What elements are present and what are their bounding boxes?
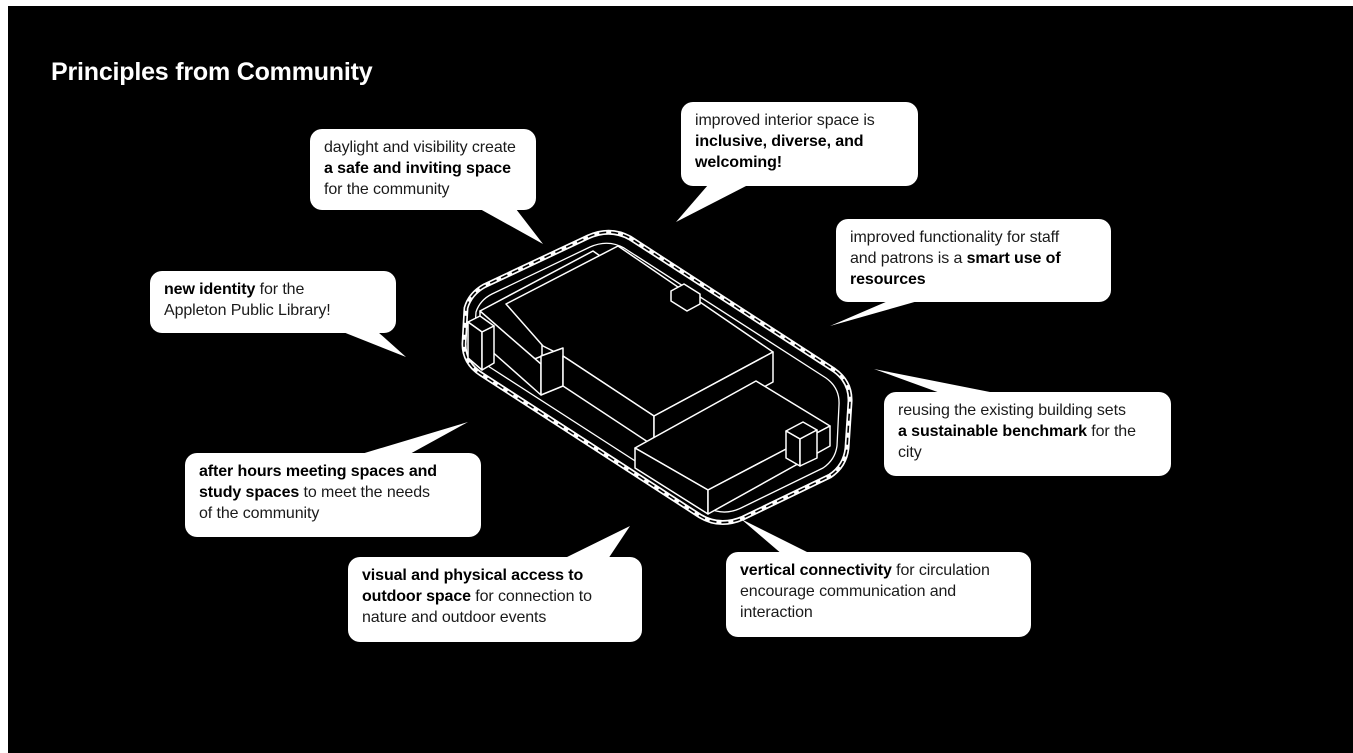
tail-identity: [343, 332, 406, 357]
callout-line: a safe and inviting space: [324, 158, 522, 179]
callout-after-hours: after hours meeting spaces and study spac…: [185, 453, 481, 537]
callout-line: inclusive, diverse, and: [695, 131, 904, 152]
building-diagram: [343, 185, 1000, 559]
callout-line: interaction: [740, 602, 1017, 623]
callout-line: of the community: [199, 503, 467, 524]
callout-text: encourage communication and: [740, 583, 957, 600]
tail-after-hours: [358, 422, 468, 455]
callout-line: outdoor space for connection to: [362, 586, 628, 607]
block-main-front-left: [540, 347, 564, 396]
callout-bold-text: smart use of: [966, 250, 1061, 267]
callout-bold-text: inclusive, diverse, and: [695, 133, 864, 150]
callout-text: for the community: [324, 181, 450, 198]
tail-functionality: [830, 301, 918, 326]
callout-line: welcoming!: [695, 152, 904, 173]
tail-daylight: [480, 209, 543, 244]
callout-line: and patrons is a smart use of: [850, 248, 1097, 269]
callout-line: Appleton Public Library!: [164, 300, 382, 321]
callout-text: nature and outdoor events: [362, 609, 547, 626]
callout-line: nature and outdoor events: [362, 607, 628, 628]
callout-line: a sustainable benchmark for the: [898, 421, 1157, 442]
building-massing: [467, 245, 831, 515]
callout-text: for the: [255, 281, 305, 298]
callout-bold-text: a sustainable benchmark: [898, 423, 1087, 440]
slide: Principles from Community: [8, 6, 1353, 753]
callout-bold-text: vertical connectivity: [740, 562, 892, 579]
callout-outdoor: visual and physical access to outdoor spa…: [348, 557, 642, 642]
callout-line: visual and physical access to: [362, 565, 628, 586]
callout-text: for connection to: [470, 588, 592, 605]
callout-text: of the community: [199, 505, 320, 522]
callout-line: after hours meeting spaces and: [199, 461, 467, 482]
callout-line: reusing the existing building sets: [898, 400, 1157, 421]
callout-text: city: [898, 444, 922, 461]
tail-outdoor: [563, 526, 630, 559]
callout-reuse: reusing the existing building sets a sust…: [884, 392, 1171, 476]
callout-functionality: improved functionality for staff and patr…: [836, 219, 1111, 302]
callout-bold-text: visual and physical access to: [362, 567, 584, 584]
callout-bold-text: resources: [850, 271, 926, 288]
callout-interior: improved interior space is inclusive, div…: [681, 102, 918, 186]
slide-title: Principles from Community: [51, 58, 373, 86]
callout-text: and patrons is a: [850, 250, 967, 267]
callout-line: resources: [850, 269, 1097, 290]
callout-line: daylight and visibility create: [324, 137, 522, 158]
callout-line: encourage communication and: [740, 581, 1017, 602]
entry-box-right-side: [799, 429, 818, 467]
callout-bold-text: study spaces: [199, 484, 300, 501]
callout-text: daylight and visibility create: [324, 139, 516, 156]
tail-reuse: [874, 369, 1000, 394]
callout-text: Appleton Public Library!: [164, 302, 331, 319]
callout-vertical: vertical connectivity for circulation enc…: [726, 552, 1031, 637]
callout-line: vertical connectivity for circulation: [740, 560, 1017, 581]
callout-text: to meet the needs: [299, 484, 430, 501]
callout-line: for the community: [324, 179, 522, 200]
rooftop-element: [670, 283, 701, 312]
tail-vertical: [741, 519, 813, 555]
callout-text: improved functionality for staff: [850, 229, 1060, 246]
callout-line: improved functionality for staff: [850, 227, 1097, 248]
callout-text: reusing the existing building sets: [898, 402, 1126, 419]
callout-text: improved interior space is: [695, 112, 875, 129]
callout-text: for circulation: [891, 562, 990, 579]
callout-bold-text: a safe and inviting space: [324, 160, 511, 177]
callout-line: improved interior space is: [695, 110, 904, 131]
callout-text: for the: [1086, 423, 1136, 440]
entry-box-left-side: [481, 325, 495, 371]
callout-bold-text: after hours meeting spaces and: [199, 463, 437, 480]
callout-line: new identity for the: [164, 279, 382, 300]
tail-interior: [676, 185, 748, 222]
callout-bold-text: welcoming!: [695, 154, 783, 171]
callout-bold-text: new identity: [164, 281, 256, 298]
bubble-tails: [343, 185, 1000, 559]
callout-text: interaction: [740, 604, 813, 621]
callout-line: city: [898, 442, 1157, 463]
callout-bold-text: outdoor space: [362, 588, 471, 605]
callout-line: study spaces to meet the needs: [199, 482, 467, 503]
callout-daylight: daylight and visibility create a safe and…: [310, 129, 536, 210]
